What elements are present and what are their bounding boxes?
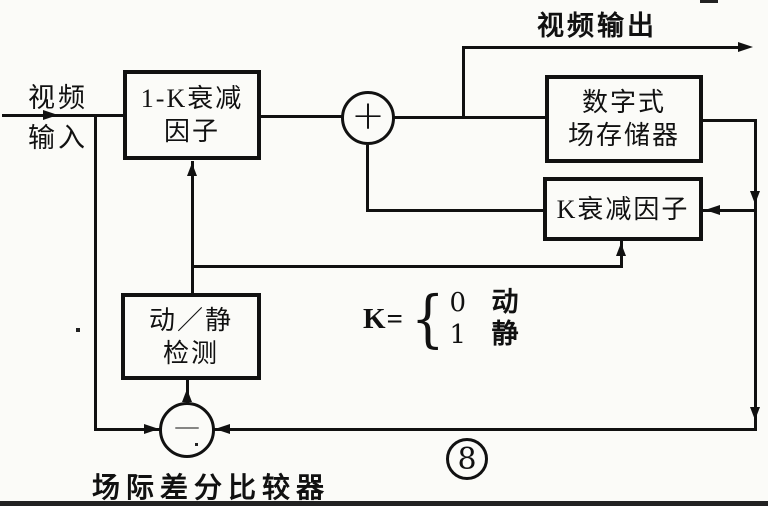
- arrow-comparator-to-detector: [182, 389, 192, 402]
- scan-artifact: [76, 328, 80, 332]
- wire-video-input: [2, 114, 124, 117]
- wire-right-feedback-vertical: [754, 119, 757, 431]
- block-one-minus-k-line1: 1-K衰减: [140, 84, 244, 113]
- k-case-still-value: 1: [449, 320, 467, 350]
- plus-sign: +: [351, 93, 385, 139]
- input-arrowhead: [43, 110, 58, 120]
- k-case-motion-value: 0: [449, 288, 467, 318]
- arrow-into-k-attenuator: [705, 205, 720, 215]
- k-formula-brace: {: [411, 282, 445, 355]
- video-input-line1: 视频: [28, 83, 88, 113]
- output-arrowhead: [738, 42, 753, 52]
- wire-detector-to-attenuator-vertical: [191, 161, 194, 294]
- minus-sign: —: [174, 412, 200, 442]
- wire-video-output: [462, 46, 742, 49]
- arrow-into-comparator-left: [144, 424, 159, 434]
- comparator-caption: 场际差分比较器: [92, 473, 331, 504]
- k-case-still-label: 静: [491, 319, 519, 349]
- video-output-label: 视频输出: [537, 11, 657, 41]
- arrow-into-k-attenuator-bottom: [616, 243, 626, 256]
- arrow-feedback-down-lower: [750, 407, 760, 420]
- k-case-motion: 0 动: [450, 288, 519, 318]
- block-k-attenuator-label: K衰减因子: [556, 194, 690, 224]
- wire-k-control-branch-horizontal: [191, 265, 623, 268]
- wire-k-attenuator-output: [366, 209, 545, 212]
- block-digital-field-memory: 数字式 场存储器: [545, 75, 703, 163]
- k-formula: K= { 0 动 1 静: [363, 288, 519, 350]
- k-case-still: 1 静: [450, 320, 519, 350]
- figure-number: 8: [457, 441, 477, 477]
- adder-node: +: [341, 91, 395, 145]
- scan-artifact: [195, 443, 198, 446]
- wire-left-feed-horizontal: [94, 428, 161, 431]
- scan-artifact: [700, 0, 718, 3]
- wire-k-output-to-adder-vertical: [366, 145, 369, 212]
- block-motion-detector: 动／静 检测: [121, 293, 261, 380]
- wire-adder-to-memory: [393, 116, 547, 119]
- block-k-attenuator: K衰减因子: [543, 177, 703, 241]
- block-field-memory-line2: 场存储器: [567, 121, 680, 150]
- arrow-into-comparator-right: [215, 424, 230, 434]
- figure-number-badge: 8: [446, 438, 488, 480]
- block-one-minus-k-attenuator: 1-K衰减 因子: [123, 70, 261, 160]
- wire-output-branch-vertical: [462, 46, 465, 118]
- wire-memory-to-k-attenuator: [703, 209, 756, 212]
- k-case-motion-label: 动: [491, 287, 519, 317]
- video-input-label: 视频 输入: [28, 78, 88, 158]
- wire-attenuator-to-adder: [258, 115, 344, 118]
- scan-artifact-bottom-edge: [0, 501, 768, 506]
- video-input-line2: 输入: [28, 123, 88, 153]
- arrow-feedback-down-upper: [750, 191, 760, 204]
- k-formula-cases: 0 动 1 静: [450, 288, 519, 350]
- block-motion-detector-line2: 检测: [162, 338, 219, 368]
- block-one-minus-k-line2: 因子: [163, 117, 220, 146]
- arrow-into-one-minus-k: [187, 163, 197, 176]
- k-formula-lhs: K=: [363, 302, 405, 335]
- wire-left-feed-vertical: [94, 114, 97, 431]
- wire-feedback-to-comparator: [213, 428, 757, 431]
- block-motion-detector-line1: 动／静: [148, 305, 233, 335]
- wire-memory-output: [701, 119, 757, 122]
- subtractor-node: —: [159, 402, 215, 458]
- block-field-memory-line1: 数字式: [581, 88, 666, 117]
